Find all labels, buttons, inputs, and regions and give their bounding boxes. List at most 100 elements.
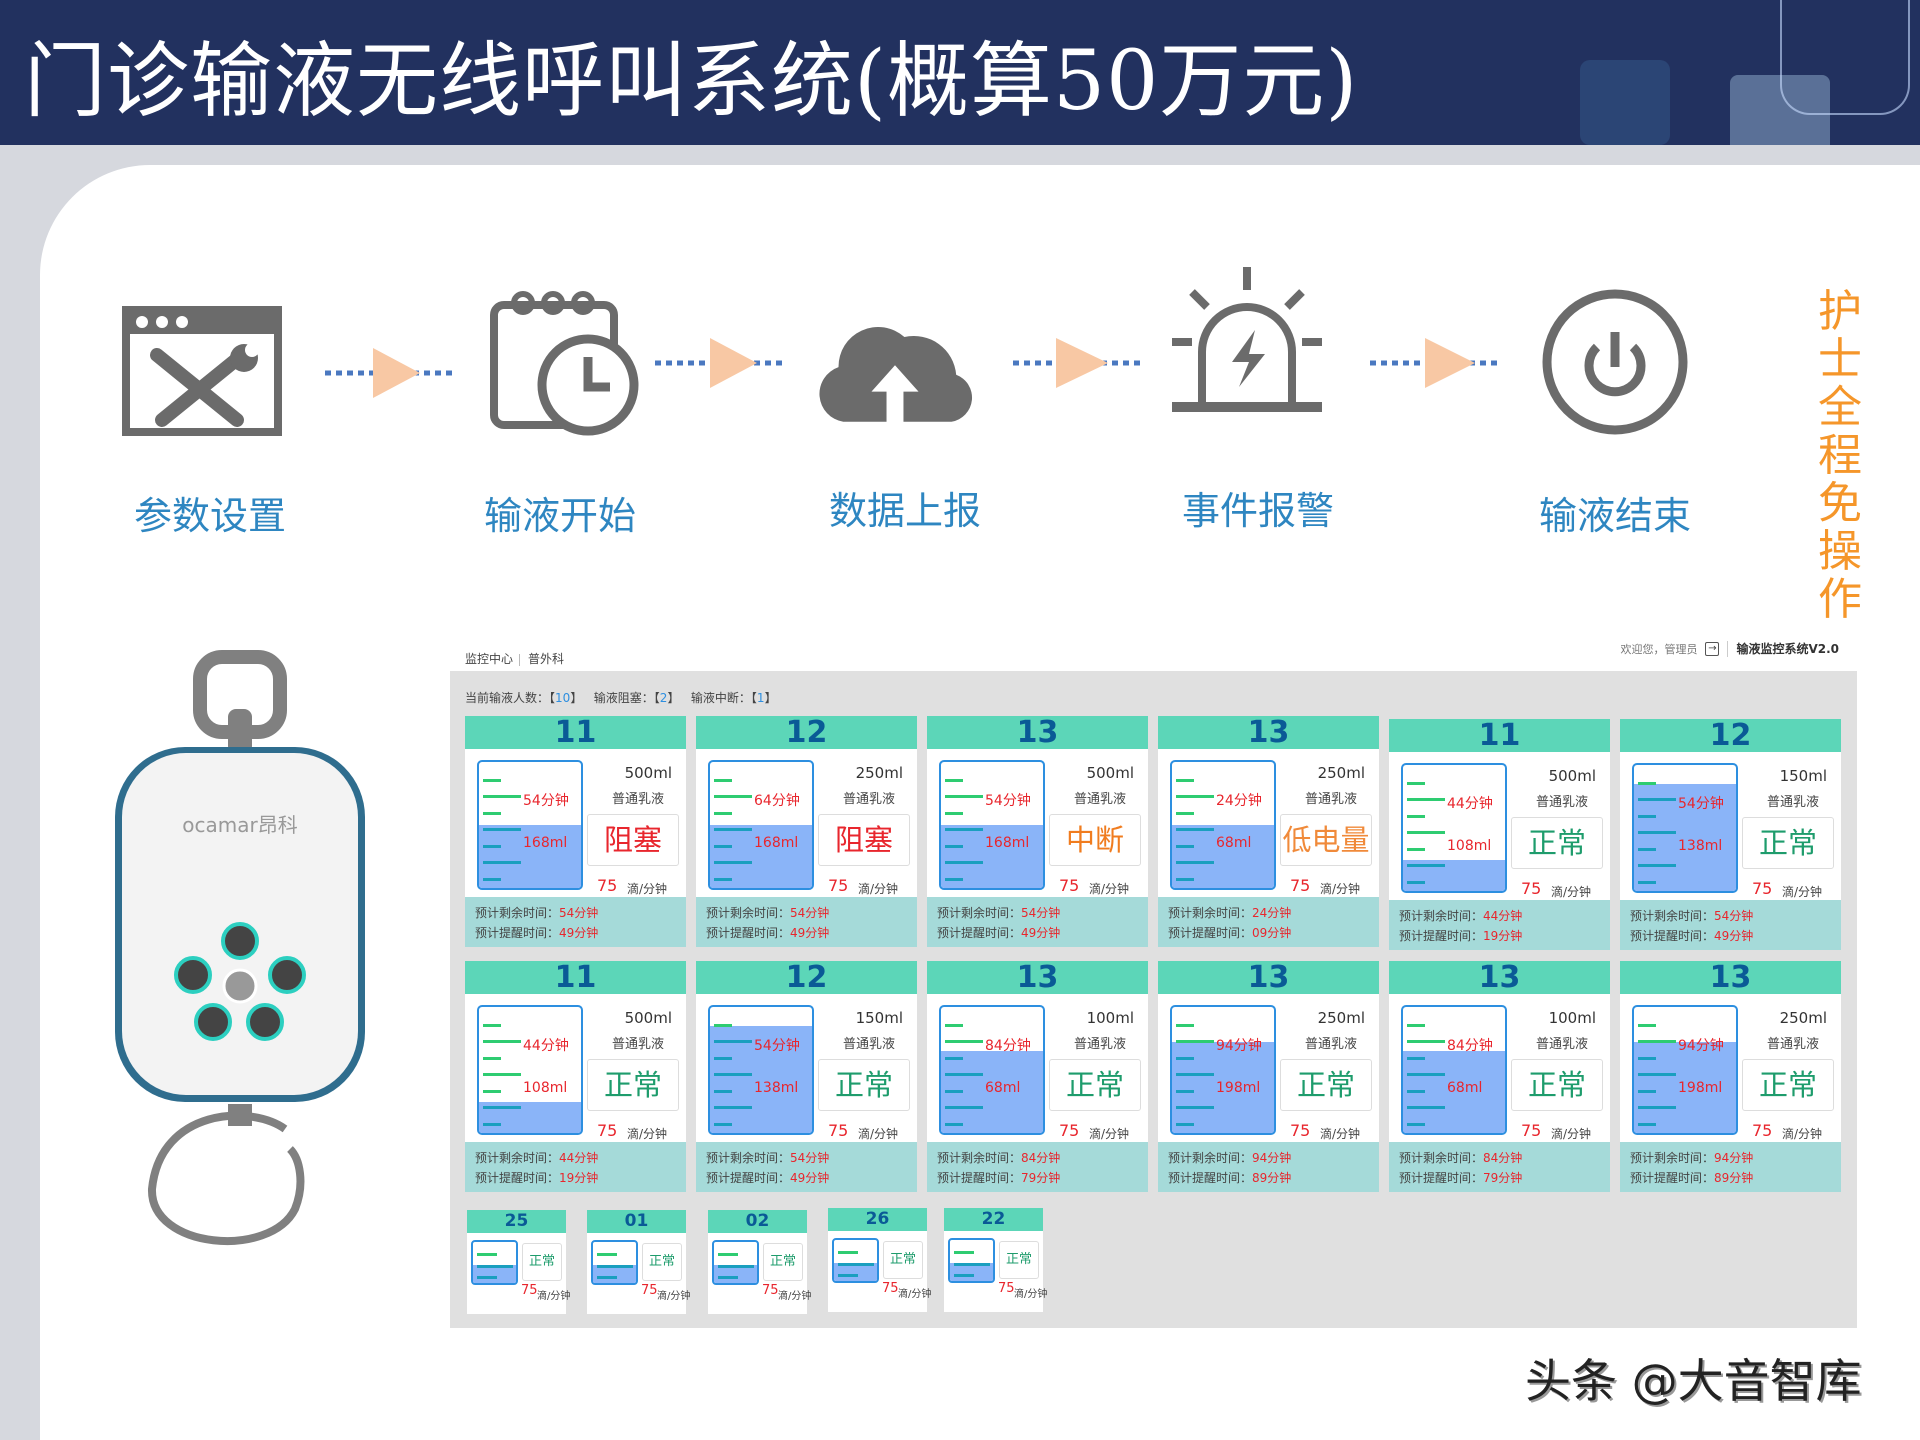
remaining-time-row: 预计剩余时间：54分钟 xyxy=(706,1148,917,1168)
scale-tick xyxy=(483,1073,521,1077)
remaining-time-label: 预计剩余时间： xyxy=(1630,1151,1715,1165)
remind-time-value: 19分钟 xyxy=(559,1171,599,1185)
drip-rate: 75 xyxy=(998,1281,1015,1296)
bottle-volume: 500ml xyxy=(624,1009,672,1027)
card-footer: 预计剩余时间：54分钟预计提醒时间：49分钟 xyxy=(927,897,1148,947)
watermark: 头条 @大音智库 xyxy=(1525,1354,1862,1408)
beaker-gauge xyxy=(832,1238,879,1283)
calendar-clock-icon xyxy=(490,291,639,436)
logout-icon[interactable]: → xyxy=(1705,641,1720,656)
status-badge: 正常 xyxy=(763,1243,803,1281)
scale-tick xyxy=(483,861,521,865)
drip-rate-unit: 滴/分钟 xyxy=(1089,882,1130,896)
drip-rate-unit: 滴/分钟 xyxy=(1551,885,1592,899)
remind-time-value: 49分钟 xyxy=(1021,926,1061,940)
status-badge: 正常 xyxy=(1742,1059,1834,1111)
beaker-gauge xyxy=(591,1240,638,1285)
drip-rate-unit: 滴/分钟 xyxy=(858,882,899,896)
fluid-type: 普通乳液 xyxy=(611,1037,664,1052)
fluid-level xyxy=(479,825,581,888)
scale-tick xyxy=(1638,1123,1656,1127)
remind-time-value: 49分钟 xyxy=(790,926,830,940)
scale-tick xyxy=(483,828,521,832)
breadcrumb-separator xyxy=(519,653,521,666)
drip-rate-unit: 滴/分钟 xyxy=(627,1127,668,1141)
remind-time-label: 预计提醒时间： xyxy=(706,926,791,940)
status-badge: 正常 xyxy=(999,1241,1039,1279)
remaining-time-value: 24分钟 xyxy=(1252,906,1292,920)
arrow-right-icon xyxy=(325,348,455,398)
title-decoration xyxy=(1780,0,1910,115)
scale-tick xyxy=(838,1274,858,1278)
scale-tick xyxy=(945,1073,983,1077)
scale-tick xyxy=(1176,1089,1194,1093)
remaining-time-label: 预计剩余时间： xyxy=(937,906,1022,920)
drip-rate: 75 xyxy=(641,1283,658,1298)
scale-tick xyxy=(1638,1089,1656,1093)
device-button-500ml xyxy=(194,1003,232,1041)
remaining-volume-label: 108ml xyxy=(1447,838,1492,855)
bed-number: 13 xyxy=(1389,961,1610,994)
scale-tick xyxy=(714,795,752,799)
remaining-time-row: 预计剩余时间：94分钟 xyxy=(1168,1148,1379,1168)
remaining-time-row: 预计剩余时间：54分钟 xyxy=(937,903,1148,923)
scale-tick xyxy=(945,1040,983,1044)
scale-tick xyxy=(1407,798,1445,802)
scale-tick xyxy=(714,811,732,815)
breadcrumb-department[interactable]: 普外科 xyxy=(528,652,565,666)
remind-time-label: 预计提醒时间： xyxy=(1168,926,1253,940)
remaining-time-value: 44分钟 xyxy=(559,1151,599,1165)
scale-tick xyxy=(714,878,732,882)
side-slogan: 护士全程免操作 xyxy=(1818,286,1862,625)
remind-time-label: 预计提醒时间： xyxy=(1399,929,1484,943)
scale-tick xyxy=(1638,831,1676,835)
remaining-minutes-label: 94分钟 xyxy=(1216,1037,1262,1054)
scale-tick xyxy=(1407,1106,1445,1110)
scale-tick xyxy=(945,811,963,815)
scale-tick xyxy=(1638,814,1656,818)
monitoring-screen: 监控中心普外科 欢迎您，管理员 → 输液监控系统V2.0 当前输液人数：【10】… xyxy=(450,637,1857,1328)
bottle-volume: 250ml xyxy=(855,764,903,782)
scale-tick xyxy=(483,778,501,782)
bottle-volume: 250ml xyxy=(1317,1009,1365,1027)
drip-rate: 75 xyxy=(828,876,849,895)
step-label-data-report: 数据上报 xyxy=(828,489,982,533)
step-label-event-alarm: 事件报警 xyxy=(1181,489,1335,533)
remaining-time-label: 预计剩余时间： xyxy=(1168,906,1253,920)
infusion-device-illustration: ocamar昂科 xyxy=(115,650,365,1246)
bed-number: 13 xyxy=(927,716,1148,749)
remind-time-row: 预计提醒时间：49分钟 xyxy=(937,923,1148,943)
breadcrumb-monitor-center[interactable]: 监控中心 xyxy=(465,652,514,666)
scale-tick xyxy=(1407,1073,1445,1077)
remaining-time-label: 预计剩余时间： xyxy=(1399,909,1484,923)
status-badge: 正常 xyxy=(1742,817,1834,869)
device-button-250ml xyxy=(246,1003,284,1041)
remaining-minutes-label: 94分钟 xyxy=(1678,1037,1724,1054)
scale-tick xyxy=(1638,1056,1656,1060)
scale-tick xyxy=(483,1023,501,1027)
scale-tick xyxy=(1176,861,1214,865)
scale-tick xyxy=(714,861,752,865)
bed-number: 11 xyxy=(465,716,686,749)
